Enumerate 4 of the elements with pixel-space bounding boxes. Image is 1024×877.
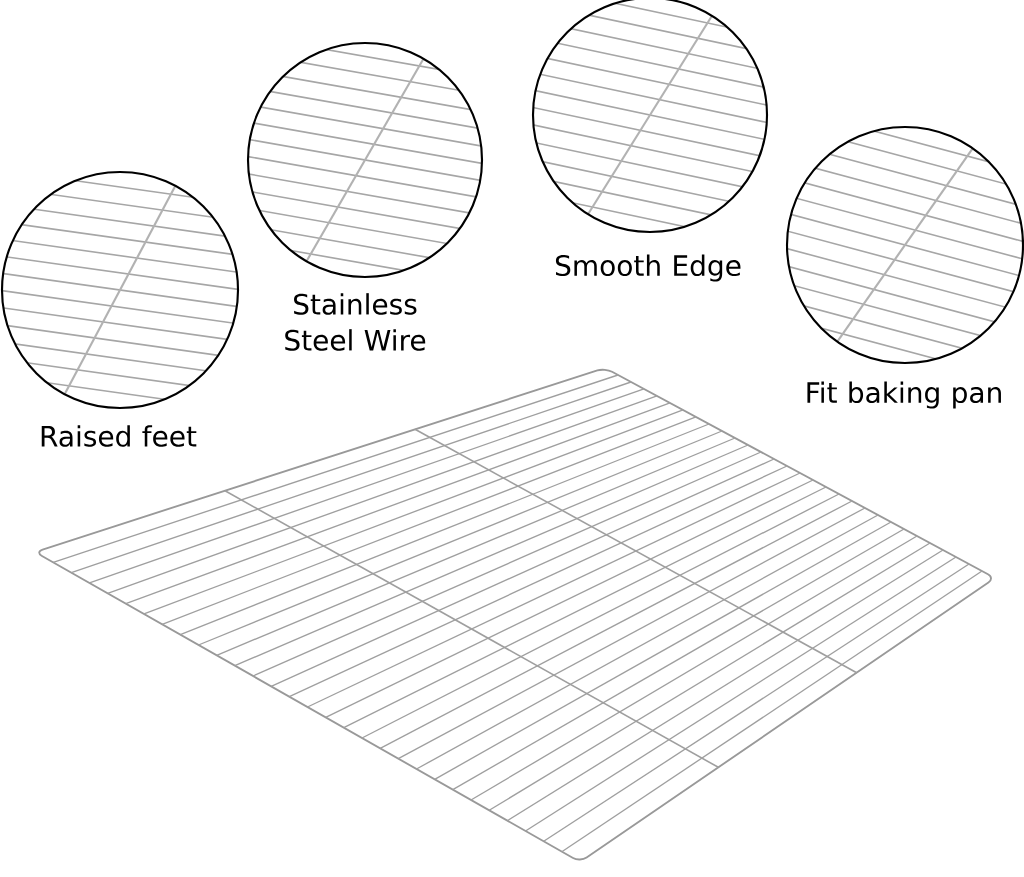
caption: Fit baking pan [807, 381, 1001, 409]
caption: Smooth Edge [555, 254, 741, 282]
caption: Raised feet [41, 425, 197, 447]
caption: Stainless Steel Wire [285, 293, 426, 351]
